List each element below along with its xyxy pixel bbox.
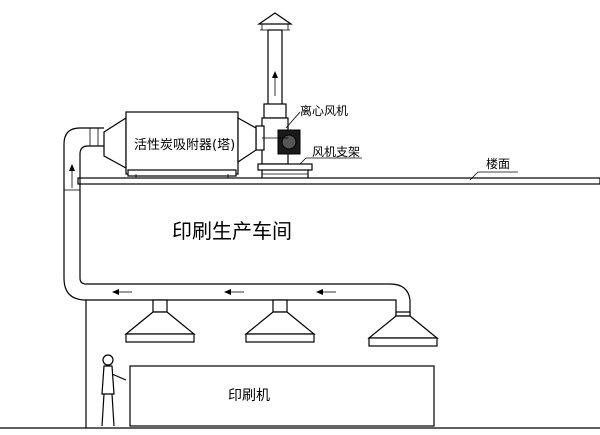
left-arrow-icon — [112, 289, 132, 295]
floor-callout-leader — [469, 171, 518, 181]
support-callout-leader — [299, 157, 362, 165]
centrifugal-fan — [255, 103, 301, 165]
exhaust-stack — [257, 12, 293, 123]
printing-press — [129, 365, 435, 427]
floor-slab — [77, 177, 600, 185]
person-icon — [101, 354, 127, 427]
fan-label: 离心风机 — [300, 103, 348, 118]
fan-callout-leader — [285, 111, 301, 129]
vertical-duct — [63, 127, 390, 301]
exhaust-hood — [244, 299, 316, 343]
exhaust-hood — [124, 299, 196, 343]
workshop-label: 印刷生产车间 — [172, 219, 292, 243]
floor-label: 楼面 — [486, 156, 510, 171]
duct-elbow — [389, 283, 411, 316]
exhaust-hood — [367, 311, 439, 347]
left-arrow-icon — [224, 289, 244, 295]
left-arrow-icon — [316, 289, 336, 295]
up-arrow-icon — [272, 71, 278, 96]
fan-support-label: 风机支架 — [312, 145, 360, 159]
carbon-adsorber — [103, 111, 257, 178]
up-arrow-icon — [69, 164, 75, 188]
adsorber-label: 活性炭吸附器(塔) — [134, 138, 235, 153]
fan-support — [257, 163, 313, 178]
press-label: 印刷机 — [228, 388, 270, 404]
